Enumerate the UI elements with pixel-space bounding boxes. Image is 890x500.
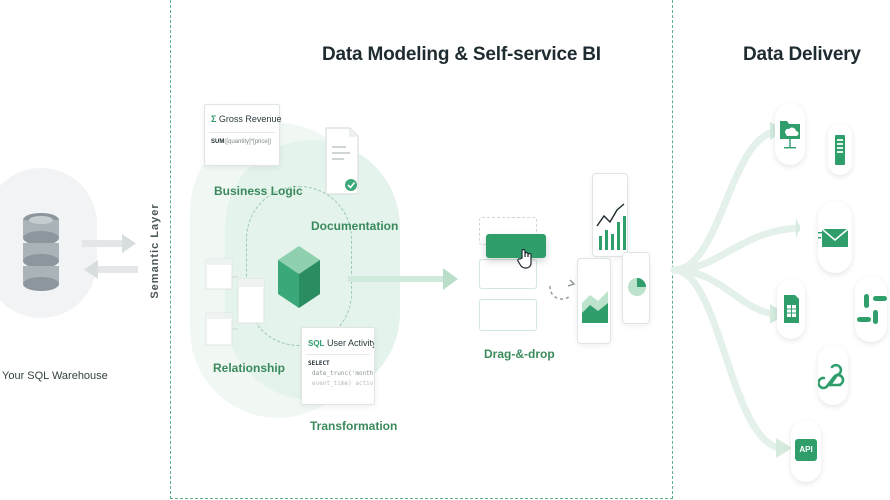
sql-card-title: User Activity (326, 338, 375, 348)
sql-card: SQL User Activity SELECT date_trunc('mon… (301, 327, 375, 405)
sigma-icon: Σ (211, 114, 217, 124)
relationship-tables-icon (205, 258, 265, 346)
area-chart-icon (582, 291, 608, 323)
sql-line-1: SELECT (308, 360, 330, 367)
delivery-slack-bubble[interactable] (855, 276, 887, 342)
bar-chart-icon (596, 203, 626, 250)
cloud-folder-icon (780, 121, 800, 149)
delivery-fan-arrows (670, 122, 800, 458)
model-cube-icon (278, 246, 320, 308)
delivery-sftp-bubble[interactable] (775, 103, 805, 165)
metric-formula-keyword: SUM (211, 139, 225, 145)
model-dashed-ring (246, 186, 352, 346)
document-icon (325, 127, 359, 195)
curved-dashed-arrow (549, 279, 576, 300)
pie-chart-icon (628, 278, 646, 296)
dragdrop-slot-3 (479, 299, 537, 331)
drag-drop-label: Drag-&-drop (484, 347, 555, 361)
modeling-title: Data Modeling & Self-service BI (322, 44, 601, 65)
transformation-label: Transformation (310, 419, 398, 433)
email-icon (818, 228, 849, 247)
business-logic-label: Business Logic (214, 184, 303, 198)
pie-chart-card (622, 252, 650, 324)
delivery-email-bubble[interactable] (818, 201, 852, 273)
database-icon (23, 213, 59, 291)
bar-chart-card (592, 173, 628, 257)
sql-badge: SQL (308, 339, 325, 348)
sql-card-header: SQL User Activity (302, 328, 374, 348)
delivery-sheet-app-bubble[interactable] (828, 123, 852, 175)
semantic-layer-label: Semantic Layer (149, 203, 161, 299)
google-sheets-icon (784, 295, 799, 323)
delivery-sheets-bubble[interactable] (777, 279, 805, 339)
delivery-webhook-bubble[interactable] (817, 345, 848, 405)
modeling-container (170, 0, 673, 499)
sql-line-3: event_time) activity_month (312, 380, 374, 387)
warehouse-label: Your SQL Warehouse (2, 370, 108, 382)
sql-line-2: date_trunc('month', (312, 370, 375, 377)
api-label: API (799, 445, 813, 454)
delivery-api-bubble[interactable]: API (791, 420, 821, 482)
sync-arrows (82, 234, 138, 279)
relationship-label: Relationship (213, 361, 286, 375)
spreadsheet-app-icon (835, 135, 845, 165)
delivery-title: Data Delivery (743, 44, 861, 65)
dragdrop-active-item[interactable] (486, 234, 546, 258)
metric-card-header: Σ Gross Revenue (205, 105, 282, 124)
metric-title: Gross Revenue (218, 114, 282, 124)
api-badge: API (795, 439, 817, 461)
slack-icon (857, 294, 887, 324)
hand-cursor-icon (517, 248, 532, 269)
flow-arrow (348, 268, 458, 290)
metric-formula: SUM([quantity]*[price]) (205, 133, 279, 145)
webhook-icon (817, 363, 845, 390)
metric-divider (209, 132, 275, 133)
sql-divider (306, 354, 370, 355)
metric-card: Σ Gross Revenue SUM([quantity]*[price]) (204, 104, 282, 166)
metric-formula-rest: ([quantity]*[price]) (224, 139, 272, 145)
documentation-label: Documentation (311, 219, 399, 233)
area-chart-card (577, 258, 611, 344)
